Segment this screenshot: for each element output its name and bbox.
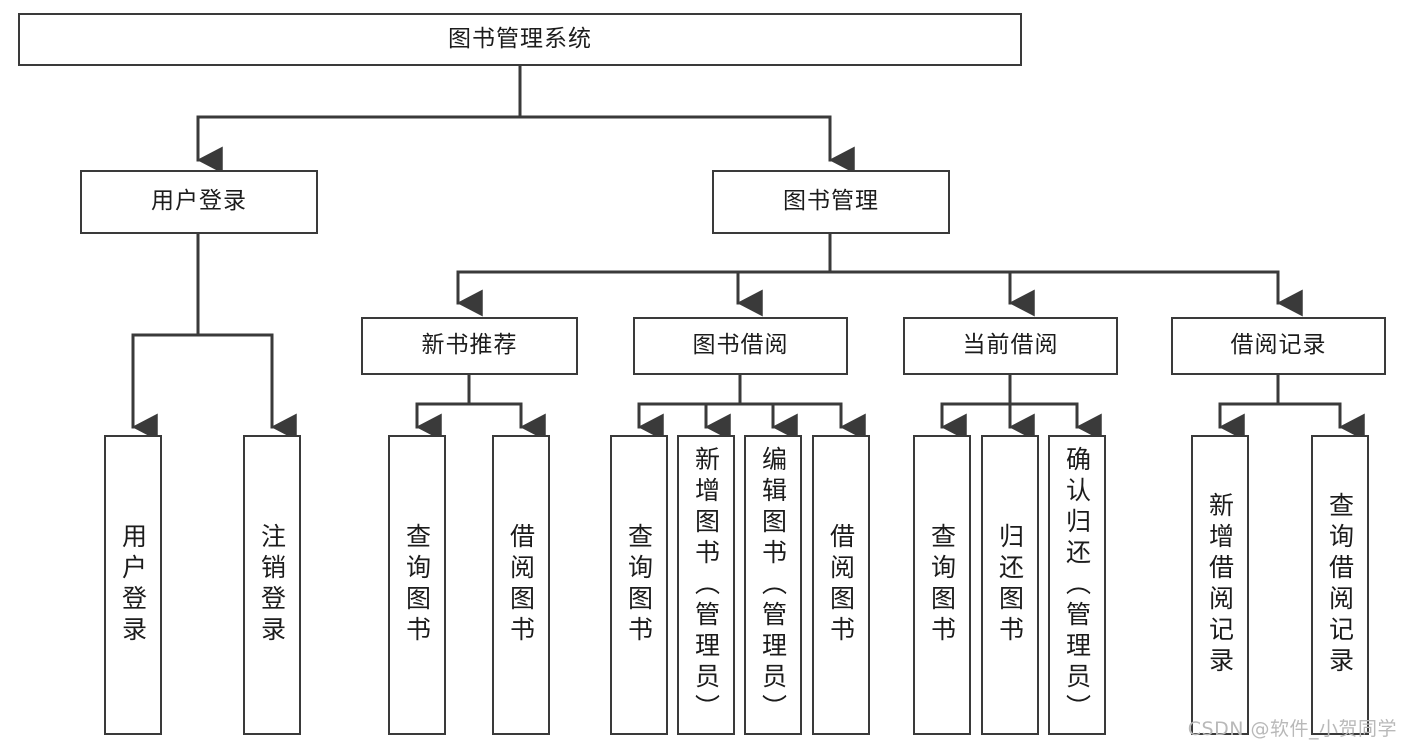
leaf-recommend-borrow-book[interactable]: 借阅图书 — [492, 435, 550, 735]
leaf-borrow-borrow-book-label: 借阅图书 — [826, 523, 856, 647]
node-book-management-label: 图书管理 — [783, 188, 879, 215]
leaf-user-login-signout[interactable]: 注销登录 — [243, 435, 301, 735]
leaf-record-query-record[interactable]: 查询借阅记录 — [1311, 435, 1369, 735]
leaf-record-add-record[interactable]: 新增借阅记录 — [1191, 435, 1249, 735]
leaf-user-login-signin-label: 用户登录 — [118, 523, 148, 647]
leaf-borrow-edit-book-label: 编辑图书（管理员） — [758, 445, 788, 725]
node-book-management[interactable]: 图书管理 — [712, 170, 950, 234]
leaf-current-return-book-label: 归还图书 — [995, 523, 1025, 647]
leaf-current-query-book[interactable]: 查询图书 — [913, 435, 971, 735]
watermark-text: CSDN @软件_小贺同学 — [1187, 718, 1397, 740]
node-current-borrow[interactable]: 当前借阅 — [903, 317, 1118, 375]
leaf-current-confirm-return[interactable]: 确认归还（管理员） — [1048, 435, 1106, 735]
node-current-borrow-label: 当前借阅 — [962, 332, 1059, 359]
node-borrow-record-label: 借阅记录 — [1230, 332, 1327, 359]
leaf-borrow-borrow-book[interactable]: 借阅图书 — [812, 435, 870, 735]
leaf-borrow-query-book-label: 查询图书 — [624, 523, 654, 647]
node-user-login-label: 用户登录 — [151, 188, 247, 215]
leaf-recommend-query-book-label: 查询图书 — [402, 523, 432, 647]
node-book-borrow-label: 图书借阅 — [692, 332, 789, 359]
leaf-user-login-signin[interactable]: 用户登录 — [104, 435, 162, 735]
node-borrow-record[interactable]: 借阅记录 — [1171, 317, 1386, 375]
leaf-borrow-add-book[interactable]: 新增图书（管理员） — [677, 435, 735, 735]
leaf-recommend-query-book[interactable]: 查询图书 — [388, 435, 446, 735]
leaf-record-add-record-label: 新增借阅记录 — [1205, 492, 1235, 678]
node-user-login[interactable]: 用户登录 — [80, 170, 318, 234]
leaf-recommend-borrow-book-label: 借阅图书 — [506, 523, 536, 647]
node-new-book-recommend[interactable]: 新书推荐 — [361, 317, 578, 375]
leaf-current-return-book[interactable]: 归还图书 — [981, 435, 1039, 735]
node-book-borrow[interactable]: 图书借阅 — [633, 317, 848, 375]
node-root[interactable]: 图书管理系统 — [18, 13, 1022, 66]
leaf-current-confirm-return-label: 确认归还（管理员） — [1062, 445, 1092, 725]
leaf-record-query-record-label: 查询借阅记录 — [1325, 492, 1355, 678]
leaf-current-query-book-label: 查询图书 — [927, 523, 957, 647]
leaf-borrow-edit-book[interactable]: 编辑图书（管理员） — [744, 435, 802, 735]
leaf-user-login-signout-label: 注销登录 — [257, 523, 287, 647]
node-root-label: 图书管理系统 — [448, 25, 592, 52]
leaf-borrow-add-book-label: 新增图书（管理员） — [691, 445, 721, 725]
leaf-borrow-query-book[interactable]: 查询图书 — [610, 435, 668, 735]
node-new-book-recommend-label: 新书推荐 — [421, 332, 518, 359]
